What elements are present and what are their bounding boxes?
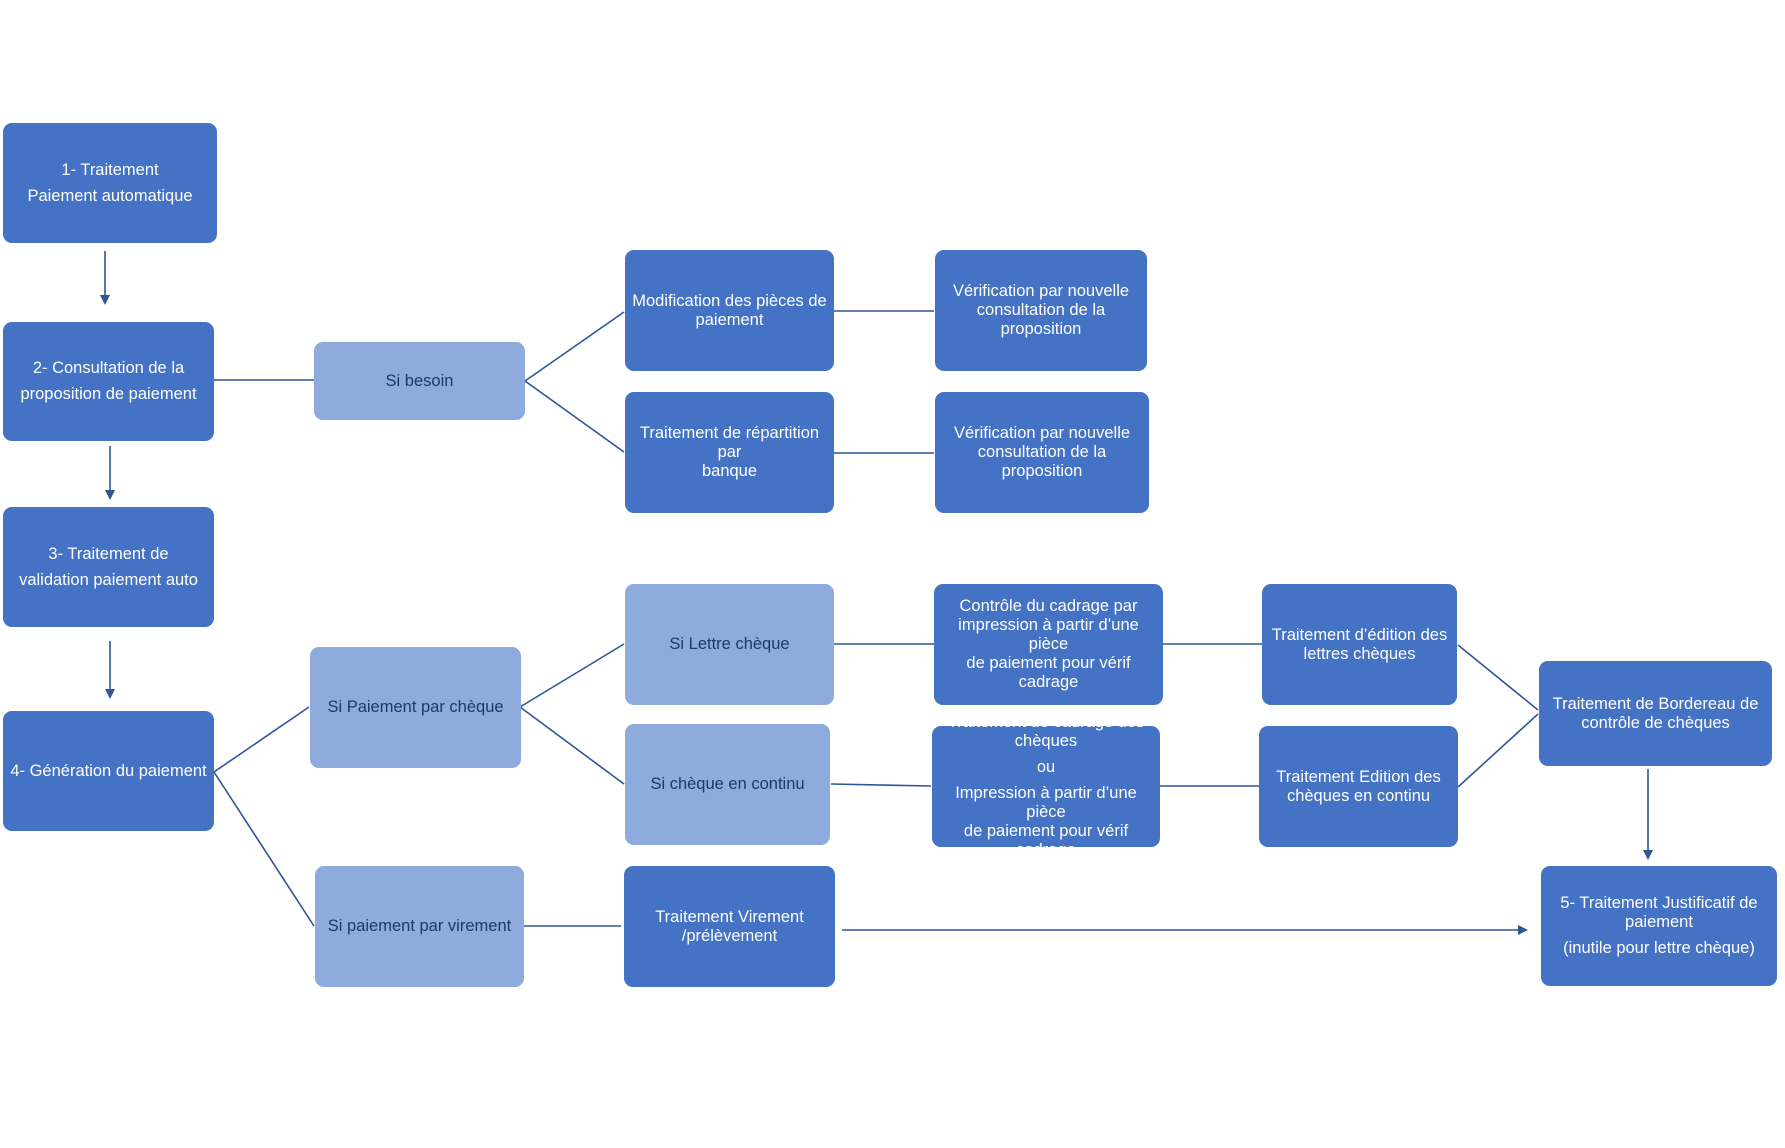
- node-cadrage-line5: de paiement pour vérif cadrage: [963, 822, 1129, 859]
- node-virement-prelevement: Traitement Virement /prélèvement: [624, 866, 835, 987]
- node-si-virement-line1: Si paiement par virement: [327, 917, 512, 935]
- node-step5-line2: paiement: [1625, 913, 1693, 931]
- node-cadrage-line2: chèques: [1014, 732, 1078, 750]
- node-controle-line3: de paiement pour vérif cadrage: [966, 654, 1131, 691]
- line-si-cheque-to-continu: [519, 706, 625, 785]
- node-bordereau-line2: contrôle de chèques: [1581, 713, 1730, 732]
- node-verif1-line2: consultation de la proposition: [976, 301, 1106, 338]
- node-virement-line1: Traitement Virement: [655, 907, 804, 926]
- node-verif1-line1: Vérification par nouvelle: [952, 282, 1130, 300]
- node-cadrage-line1: Traitement de cadrage des: [947, 713, 1145, 731]
- line-continu-to-cadrage: [830, 783, 932, 787]
- node-step1-traitement: 1- Traitement Paiement automatique: [3, 123, 217, 243]
- node-si-lettre-cheque: Si Lettre chèque: [625, 584, 834, 705]
- node-step2-line1: 2- Consultation de la: [32, 359, 185, 377]
- line-step4-to-si-cheque: [213, 706, 310, 773]
- node-si-besoin-line1: Si besoin: [385, 371, 454, 390]
- node-step4-line1: 4- Génération du paiement: [10, 761, 207, 780]
- node-cadrage-line4: Impression à partir d’une pièce: [955, 784, 1137, 821]
- node-step5-justificatif: 5- Traitement Justificatif de paiement (…: [1541, 866, 1777, 986]
- line-si-besoin-to-modif: [524, 311, 625, 382]
- line-edition-lettres-to-bordereau: [1457, 644, 1539, 711]
- node-si-lettre-line1: Si Lettre chèque: [669, 635, 790, 653]
- node-repartition-line1: Traitement de répartition par: [639, 424, 820, 461]
- node-edition-lettres-line2: lettres chèques: [1303, 644, 1416, 663]
- node-step3-line2: validation paiement auto: [19, 570, 198, 589]
- node-si-paiement-cheque: Si Paiement par chèque: [310, 647, 521, 768]
- line-step4-to-si-virement: [213, 771, 315, 927]
- node-bordereau-line1: Traitement de Bordereau de: [1552, 694, 1759, 713]
- node-edition-continu-line1: Traitement Edition des: [1276, 767, 1441, 786]
- node-edition-lettres-cheques: Traitement d’édition des lettres chèques: [1262, 584, 1457, 705]
- node-si-cheque-continu: Si chèque en continu: [625, 724, 830, 845]
- node-cadrage-cheques: Traitement de cadrage des chèques ou Imp…: [932, 713, 1160, 859]
- node-si-paiement-virement: Si paiement par virement: [315, 866, 524, 987]
- line-si-cheque-to-lettre: [519, 643, 625, 708]
- node-verification-1: Vérification par nouvelle consultation d…: [935, 250, 1147, 371]
- line-si-besoin-to-repartition: [524, 380, 625, 453]
- node-step2-consultation: 2- Consultation de la proposition de pai…: [3, 322, 214, 441]
- node-edition-cheques-continu: Traitement Edition des chèques en contin…: [1259, 726, 1458, 847]
- node-modif-line2: paiement: [695, 310, 764, 329]
- node-si-continu-line1: Si chèque en continu: [650, 775, 805, 793]
- node-step1-line2: Paiement automatique: [27, 186, 193, 205]
- node-step2-line2: proposition de paiement: [20, 385, 197, 403]
- node-cadrage-line3: ou: [1036, 758, 1056, 776]
- node-edition-continu-line2: chèques en continu: [1286, 786, 1431, 805]
- node-verif2-line1: Vérification par nouvelle: [953, 424, 1131, 442]
- node-verification-2: Vérification par nouvelle consultation d…: [935, 392, 1149, 513]
- node-repartition-banque: Traitement de répartition par banque: [625, 392, 834, 513]
- node-bordereau-controle: Traitement de Bordereau de contrôle de c…: [1539, 661, 1772, 766]
- line-edition-continu-to-bordereau: [1457, 713, 1539, 788]
- node-repartition-line2: banque: [701, 462, 758, 480]
- node-si-besoin: Si besoin: [314, 342, 525, 420]
- node-modif-line1: Modification des pièces de: [632, 291, 827, 310]
- node-step1-line1: 1- Traitement: [61, 160, 159, 179]
- node-controle-line2: impression à partir d’une pièce: [958, 616, 1139, 653]
- node-si-cheque-line1: Si Paiement par chèque: [327, 698, 504, 716]
- node-step5-line3: (inutile pour lettre chèque): [1563, 939, 1755, 957]
- node-controle-cadrage: Contrôle du cadrage par impression à par…: [934, 584, 1163, 705]
- node-step3-validation: 3- Traitement de validation paiement aut…: [3, 507, 214, 627]
- node-modification-pieces: Modification des pièces de paiement: [625, 250, 834, 371]
- node-controle-line1: Contrôle du cadrage par: [959, 597, 1138, 615]
- node-virement-line2: /prélèvement: [681, 926, 778, 945]
- node-verif2-line2: consultation de la proposition: [977, 443, 1107, 480]
- node-step3-line1: 3- Traitement de: [48, 544, 169, 563]
- node-step4-generation: 4- Génération du paiement: [3, 711, 214, 831]
- node-step5-line1: 5- Traitement Justificatif de: [1560, 894, 1758, 912]
- node-edition-lettres-line1: Traitement d’édition des: [1271, 625, 1448, 644]
